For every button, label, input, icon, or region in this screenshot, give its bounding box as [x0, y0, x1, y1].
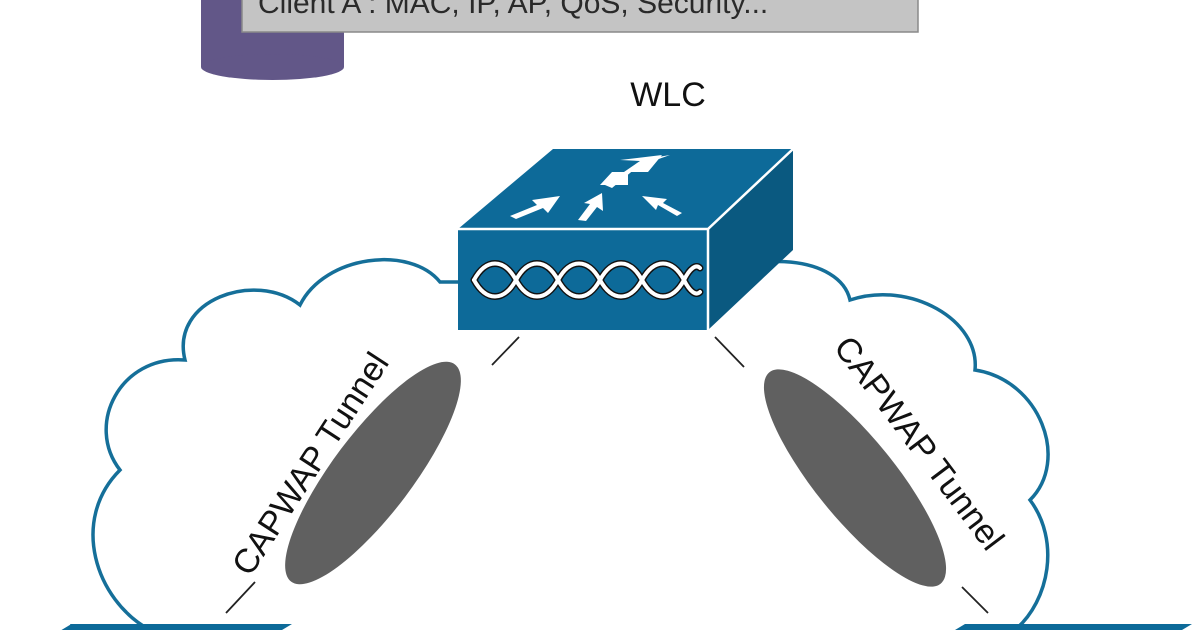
- uplink-arrows-icon: [510, 155, 682, 221]
- network-cloud: [91, 258, 1050, 630]
- wlc-label: WLC: [630, 76, 706, 114]
- client-record-box: Client A : MAC, IP, AP, QoS, Security...: [241, 0, 919, 33]
- left-link-line-upper: [491, 336, 520, 366]
- right-link-line-lower: [961, 586, 989, 614]
- wave-pattern-icon: [470, 260, 704, 300]
- left-link-line-lower: [225, 581, 256, 614]
- right-capwap-tunnel: [763, 369, 947, 587]
- right-link-line-upper: [714, 336, 745, 368]
- access-point-icon: [59, 623, 292, 630]
- client-record-text: Client A : MAC, IP, AP, QoS, Security...: [258, 0, 768, 20]
- access-point-icon: [955, 624, 1192, 630]
- wireless-lan-controller-icon: [458, 148, 794, 330]
- left-capwap-tunnel: [285, 361, 461, 585]
